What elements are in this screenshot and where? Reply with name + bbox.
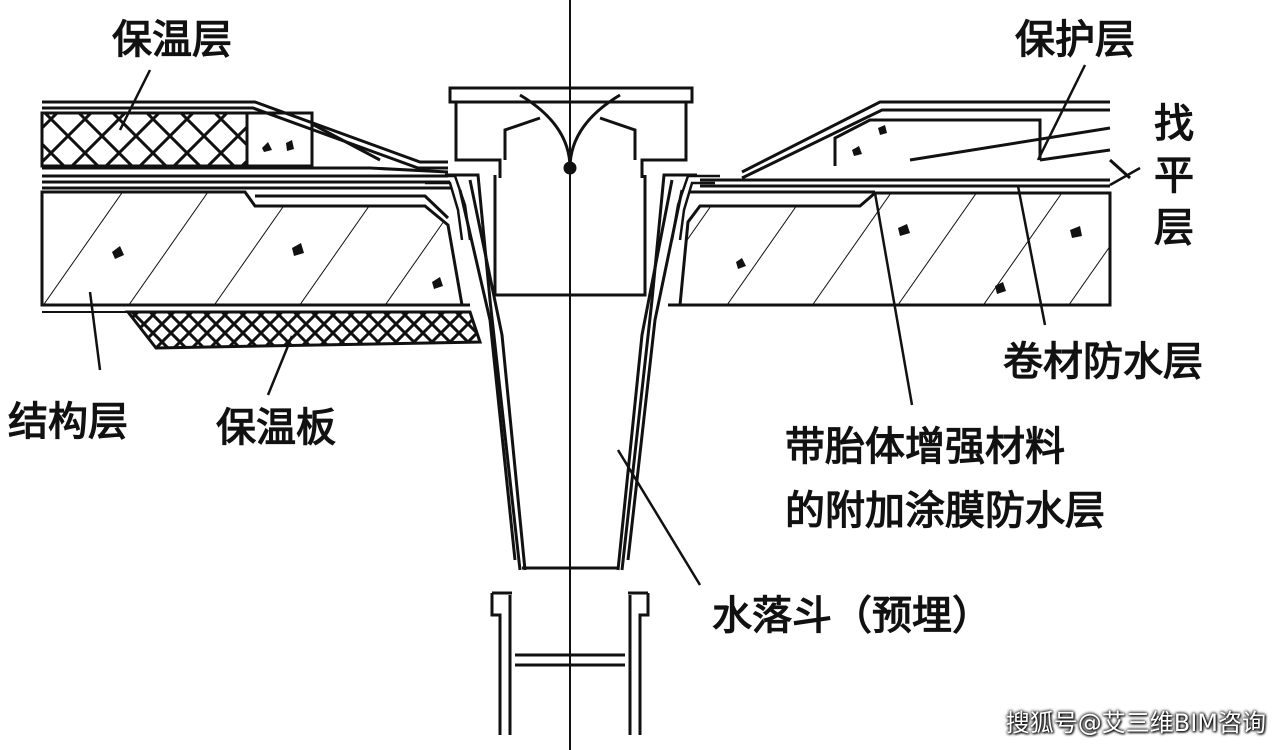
label-insulation-board: 保温板: [216, 405, 336, 451]
structural-slab-right: [668, 191, 1112, 307]
label-additional-coating-line1: 带胎体增强材料: [785, 424, 1065, 470]
label-leveling-layer: 找 平 层: [1148, 98, 1200, 254]
insulation-board-underside: [124, 310, 483, 350]
roof-layers-right: [690, 100, 1132, 194]
leveling-char-3: 层: [1154, 205, 1194, 251]
label-insulation-layer: 保温层: [112, 17, 232, 63]
leveling-char-2: 平: [1154, 153, 1194, 199]
roof-layers-left: [42, 100, 452, 220]
watermark: 搜狐号@艾三维BIM咨询: [1005, 709, 1266, 737]
additional-coating-folds: [420, 174, 720, 241]
label-membrane-waterproof-layer: 卷材防水层: [1003, 339, 1203, 385]
leader-lines: [88, 64, 1141, 586]
label-drain-funnel: 水落斗（预埋）: [712, 593, 992, 639]
label-structural-layer: 结构层: [8, 399, 128, 445]
label-protective-layer: 保护层: [1015, 17, 1135, 63]
structural-slab-left: [40, 190, 470, 313]
drain-grate: [448, 86, 694, 178]
leveling-char-1: 找: [1154, 101, 1194, 147]
drain-outlet-pipe: [490, 566, 650, 735]
label-additional-coating-line2: 的附加涂膜防水层: [785, 488, 1105, 534]
aggregate-marks: [112, 125, 1082, 294]
insulation-layer-left: [40, 111, 381, 168]
